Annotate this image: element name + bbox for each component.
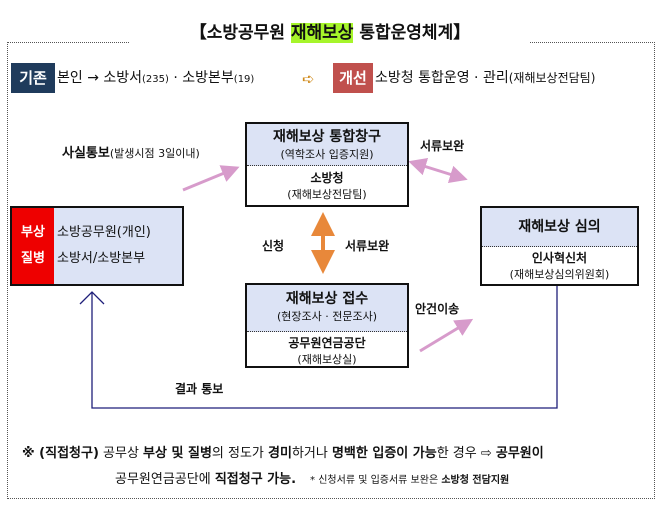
- right-arrow-icon: ➪: [302, 70, 315, 88]
- before-text: 본인 → 소방서: [57, 70, 143, 86]
- f2b: 직접청구 가능.: [214, 472, 297, 487]
- review-title: 재해보상 심의: [518, 219, 601, 235]
- title-highlight: 재해보상: [290, 23, 354, 43]
- after-tag: 개선: [333, 63, 373, 93]
- apply-label: 신청: [262, 239, 285, 253]
- f1h: 한 경우 ⇨: [436, 446, 496, 461]
- intake-org-sub: (재해보상실): [297, 353, 357, 366]
- diagram-title: 【소방공무원 재해보상 통합운영체계】: [130, 14, 530, 47]
- intake-box: 재해보상 접수 (현장조사 · 전문조사) 공무원연금공단 (재해보상실): [245, 283, 409, 368]
- intake-org: 공무원연금공단: [288, 336, 366, 350]
- before-description: 본인 → 소방서(235) · 소방본부(19): [57, 63, 254, 95]
- fact-report-arrow: [182, 165, 240, 192]
- footer-line1: ※ (직접청구) 공무상 부상 및 질병의 정도가 경미하거나 명백한 입증이 …: [22, 442, 544, 461]
- after-description: 소방청 통합운영 · 관리(재해보상전담팀): [375, 63, 595, 93]
- review-org-sub: (재해보상심의위원회): [509, 268, 610, 281]
- claimant-line2: 소방서/소방본부: [57, 251, 146, 266]
- injury-illness-strip: 부상 질병: [12, 208, 54, 284]
- transfer-label: 안건이송: [415, 302, 460, 316]
- result-arrowhead-icon: [79, 291, 105, 305]
- claimant-line1: 소방공무원(개인): [57, 225, 151, 240]
- f2note: * 신청서류 및 입증서류 보완은: [310, 475, 442, 486]
- f1i: 공무원이: [495, 446, 544, 461]
- after-note: (재해보상전담팀): [508, 71, 596, 85]
- doc-supplement-double-arrow: [408, 157, 468, 184]
- f1g: 명백한 입증이 가능: [331, 446, 437, 461]
- window-org-sub: (재해보상전담팀): [287, 188, 367, 201]
- before-count-stations: (235): [142, 74, 169, 85]
- transfer-arrow: [419, 318, 474, 353]
- window-org: 소방청: [310, 171, 344, 185]
- title-suffix: 통합운영체계】: [353, 23, 471, 43]
- f1e: 경미: [268, 446, 292, 461]
- review-box: 재해보상 심의 인사혁신처 (재해보상심의위원회): [480, 206, 639, 286]
- doc-supplement-top-label: 서류보완: [420, 139, 465, 153]
- intake-title: 재해보상 접수: [285, 291, 369, 307]
- result-notice-line: [91, 285, 558, 409]
- footer-line2: 공무원연금공단에 직접청구 가능. * 신청서류 및 입증서류 보완은 소방청 전…: [115, 468, 509, 487]
- before-sep: · 소방본부: [168, 70, 234, 86]
- fact-report-note: (발생시점 3일이내): [109, 147, 200, 160]
- intake-sub: (현장조사 · 전문조사): [276, 310, 378, 323]
- fact-report-text: 사실통보: [62, 146, 110, 161]
- f2noteb: 소방청 전담지원: [441, 475, 510, 486]
- after-text: 소방청 통합운영 · 관리: [375, 70, 509, 86]
- before-count-hq: (19): [233, 74, 255, 85]
- integrated-window-box: 재해보상 통합창구 (역학조사 입증지원) 소방청 (재해보상전담팀): [245, 122, 409, 207]
- result-label: 결과 통보: [175, 382, 224, 396]
- f2a: 공무원연금공단에: [115, 472, 215, 487]
- f1d: 의 정도가: [211, 446, 269, 461]
- window-sub: (역학조사 입증지원): [280, 148, 374, 161]
- injury-tag: 부상: [21, 225, 45, 240]
- title-prefix: 【소방공무원: [189, 23, 291, 43]
- before-tag: 기존: [11, 63, 55, 93]
- f1a: ※ (직접청구): [22, 446, 99, 461]
- claimant-box: 부상 질병 소방공무원(개인) 소방서/소방본부: [10, 206, 184, 286]
- review-org: 인사혁신처: [531, 251, 588, 265]
- doc-supplement-mid-label: 서류보완: [345, 239, 390, 253]
- f1b: 공무상: [98, 446, 144, 461]
- fact-report-label: 사실통보(발생시점 3일이내): [62, 142, 200, 161]
- f1c: 부상 및 질병: [143, 446, 212, 461]
- window-title: 재해보상 통합창구: [273, 129, 381, 145]
- claimant-text: 소방공무원(개인) 소방서/소방본부: [57, 220, 151, 272]
- f1f: 하거나: [291, 446, 332, 461]
- illness-tag: 질병: [21, 251, 45, 266]
